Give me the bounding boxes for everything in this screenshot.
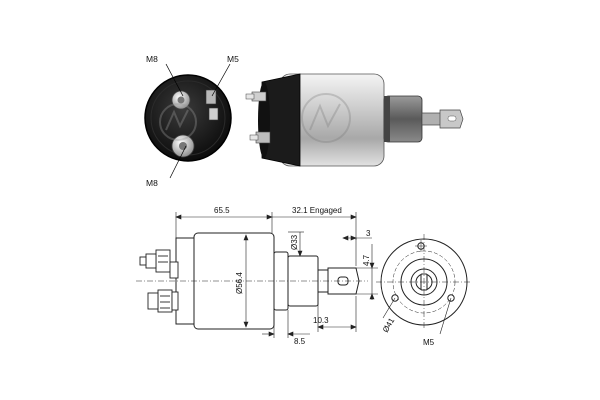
technical-end-view <box>376 234 472 335</box>
tech-terminals <box>139 249 179 313</box>
end-view-bolt-circle-label: Ø41 <box>381 316 397 334</box>
dim-nose-diameter: Ø33 <box>290 234 299 250</box>
logo-watermark-side <box>301 93 351 143</box>
photo-side-view <box>245 73 464 167</box>
logo-watermark <box>159 103 197 141</box>
callout-m8-bottom: M8 <box>146 178 158 188</box>
dim-tip-width: 4.7 <box>362 254 371 266</box>
dim-engaged-travel: 32.1 Engaged <box>292 206 342 215</box>
technical-side-view <box>136 232 368 330</box>
callout-m8-top: M8 <box>146 54 158 64</box>
dim-body-diameter: Ø56.4 <box>235 272 244 294</box>
callout-m5-top: M5 <box>227 54 239 64</box>
dim-plunger-length: 10.3 <box>313 316 329 325</box>
end-view-hole-thread-label: M5 <box>423 338 435 347</box>
photo-end-view <box>144 74 232 162</box>
dimension-labels: 65.5 32.1 Engaged Ø56.4 Ø33 3 4.7 10.3 8… <box>214 206 371 346</box>
terminal-lower-m8 <box>171 134 195 158</box>
dim-nose-length: 8.5 <box>294 337 306 346</box>
dim-overall-length: 65.5 <box>214 206 230 215</box>
terminal-upper-m8 <box>171 90 191 110</box>
dim-tip-offset: 3 <box>366 229 371 238</box>
photo-callouts: M8 M5 M8 <box>146 54 239 188</box>
dimension-lines <box>175 212 378 338</box>
